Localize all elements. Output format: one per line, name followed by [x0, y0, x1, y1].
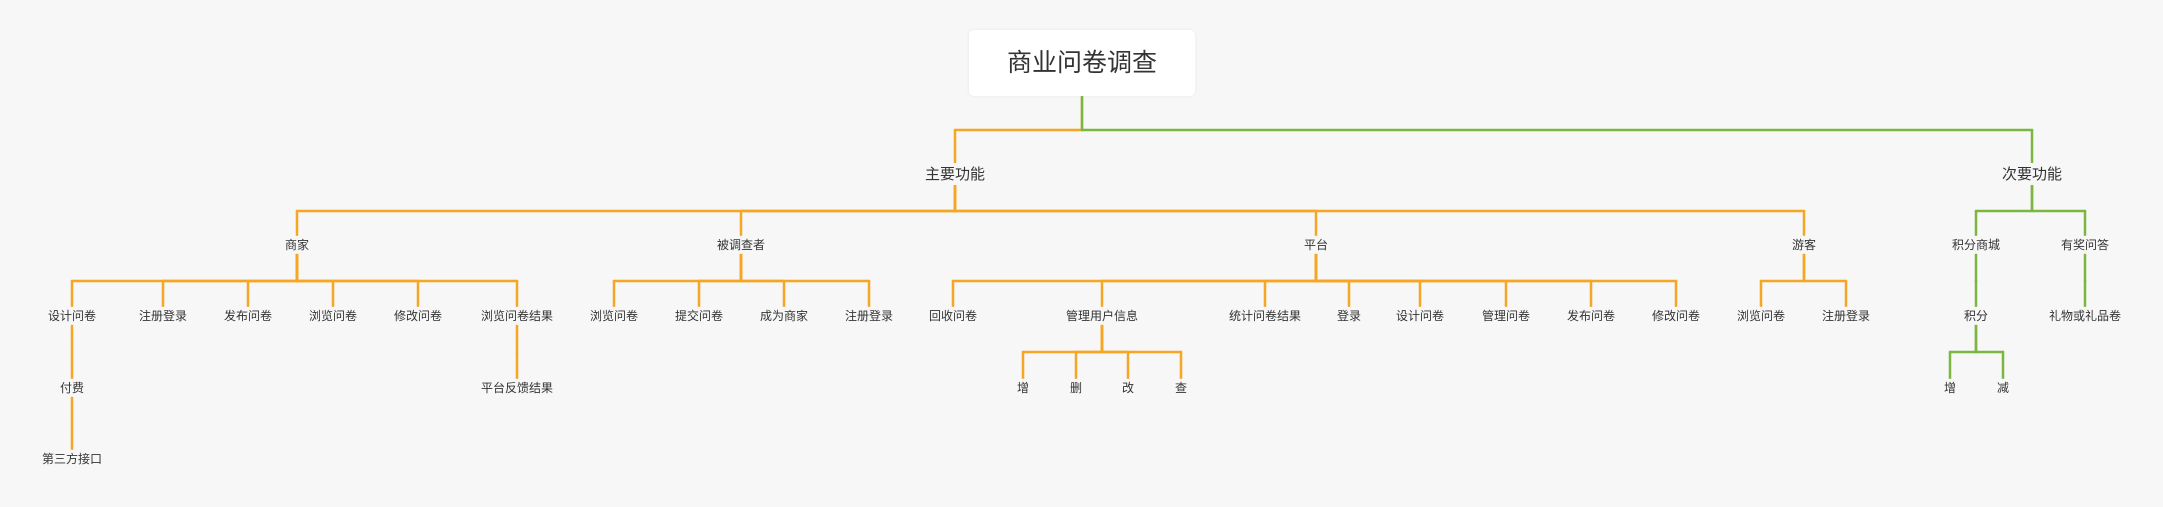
platform-login[interactable]: 登录	[1331, 306, 1367, 326]
visitor-register-login[interactable]: 注册登录	[1816, 306, 1876, 326]
respondent-register-login[interactable]: 注册登录	[839, 306, 899, 326]
visitor-browse-survey[interactable]: 浏览问卷	[1731, 306, 1791, 326]
platform-users-query[interactable]: 查	[1169, 378, 1193, 398]
points[interactable]: 积分	[1958, 306, 1994, 326]
platform-stats-results[interactable]: 统计问卷结果	[1223, 306, 1307, 326]
points-subtract[interactable]: 减	[1991, 378, 2015, 398]
merchant-edit-survey[interactable]: 修改问卷	[388, 306, 448, 326]
platform-users-add[interactable]: 增	[1011, 378, 1035, 398]
role-respondent[interactable]: 被调查者	[711, 235, 771, 255]
role-merchant[interactable]: 商家	[279, 235, 315, 255]
platform-manage-users[interactable]: 管理用户信息	[1060, 306, 1144, 326]
platform-publish-survey[interactable]: 发布问卷	[1561, 306, 1621, 326]
points-add[interactable]: 增	[1938, 378, 1962, 398]
gift-voucher[interactable]: 礼物或礼品卷	[2043, 306, 2127, 326]
respondent-become-merchant[interactable]: 成为商家	[754, 306, 814, 326]
platform-edit-survey[interactable]: 修改问卷	[1646, 306, 1706, 326]
merchant-third-party-api[interactable]: 第三方接口	[36, 449, 108, 469]
respondent-submit-survey[interactable]: 提交问卷	[669, 306, 729, 326]
platform-users-delete[interactable]: 删	[1064, 378, 1088, 398]
role-visitor[interactable]: 游客	[1786, 235, 1822, 255]
merchant-register-login[interactable]: 注册登录	[133, 306, 193, 326]
merchant-browse-survey[interactable]: 浏览问卷	[303, 306, 363, 326]
respondent-browse-survey[interactable]: 浏览问卷	[584, 306, 644, 326]
points-mall[interactable]: 积分商城	[1946, 235, 2006, 255]
role-platform[interactable]: 平台	[1298, 235, 1334, 255]
platform-users-edit[interactable]: 改	[1116, 378, 1140, 398]
merchant-platform-feedback[interactable]: 平台反馈结果	[475, 378, 559, 398]
branch-secondary-functions[interactable]: 次要功能	[1996, 163, 2068, 185]
platform-collect-survey[interactable]: 回收问卷	[923, 306, 983, 326]
merchant-browse-results[interactable]: 浏览问卷结果	[475, 306, 559, 326]
branch-main-functions[interactable]: 主要功能	[919, 163, 991, 185]
merchant-publish-survey[interactable]: 发布问卷	[218, 306, 278, 326]
platform-manage-survey[interactable]: 管理问卷	[1476, 306, 1536, 326]
merchant-pay[interactable]: 付费	[54, 378, 90, 398]
root-node[interactable]: 商业问卷调查	[968, 30, 1196, 96]
prize-quiz[interactable]: 有奖问答	[2055, 235, 2115, 255]
platform-design-survey[interactable]: 设计问卷	[1390, 306, 1450, 326]
merchant-design-survey[interactable]: 设计问卷	[42, 306, 102, 326]
